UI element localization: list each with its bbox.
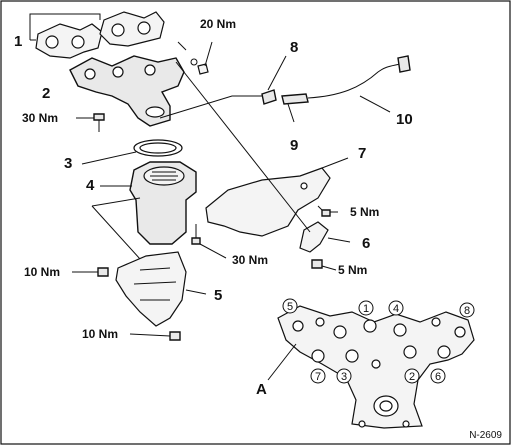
torque-30nm-upper: 30 Nm — [22, 111, 58, 125]
label-part-10: 10 — [396, 111, 413, 128]
part-6-bracket — [299, 221, 329, 253]
label-part-5: 5 — [214, 287, 222, 304]
bolt-5nm-upper — [317, 205, 331, 217]
seq-circle-1 — [358, 300, 374, 316]
leader-10nm-lower — [129, 333, 171, 337]
leader-8 — [267, 55, 287, 91]
torque-5nm-lower: 5 Nm — [338, 263, 367, 277]
seq-label-1: 1 — [363, 303, 369, 315]
seq-circle-7 — [310, 368, 326, 384]
leader-9 — [287, 103, 295, 123]
bolt-30nm-lower — [191, 224, 201, 245]
leader-5nm-lower — [321, 265, 337, 271]
seq-label-8: 8 — [464, 305, 470, 317]
leader-3 — [81, 151, 137, 165]
seq-label-6: 6 — [435, 371, 441, 383]
part-2-manifold — [69, 55, 185, 127]
seq-circle-8 — [459, 302, 475, 318]
bolt-10nm-upper — [97, 267, 109, 277]
part-A-manifold-sequence — [277, 305, 475, 429]
leader-long-diag — [175, 61, 311, 233]
seq-circle-4 — [388, 300, 404, 316]
torque-5nm-upper: 5 Nm — [350, 205, 379, 219]
seq-label-7: 7 — [315, 371, 321, 383]
label-part-1: 1 — [14, 33, 22, 50]
leader-20nm — [204, 41, 213, 67]
leader-6 — [327, 237, 351, 243]
seq-circle-5 — [282, 298, 298, 314]
label-part-2: 2 — [42, 85, 50, 102]
label-part-4: 4 — [86, 177, 95, 194]
bolt-5nm-lower — [311, 259, 323, 269]
seq-label-2: 2 — [409, 371, 415, 383]
label-part-3: 3 — [64, 155, 72, 172]
label-part-6: 6 — [362, 235, 370, 252]
bolt-30nm-upper — [93, 113, 105, 132]
label-part-9: 9 — [290, 137, 298, 154]
seq-circle-3 — [336, 368, 352, 384]
leader-5 — [185, 289, 207, 295]
seq-circle-2 — [404, 368, 420, 384]
part-3-gasket-ring — [133, 139, 183, 157]
leader-sensor-link — [159, 95, 262, 119]
label-part-7: 7 — [358, 145, 366, 162]
seq-circle-6 — [430, 368, 446, 384]
part-1-gaskets — [35, 11, 165, 59]
seq-label-4: 4 — [393, 303, 399, 315]
torque-30nm-lower: 30 Nm — [232, 253, 268, 267]
part-8-9-10-sensor — [261, 55, 411, 105]
sequence-markers — [282, 298, 475, 384]
torque-10nm-lower: 10 Nm — [82, 327, 118, 341]
label-part-8: 8 — [290, 39, 298, 56]
label-part-A: A — [256, 381, 267, 398]
bolt-10nm-lower — [169, 331, 181, 341]
leader-10 — [359, 95, 391, 113]
seq-label-3: 3 — [341, 371, 347, 383]
part-4-converter — [129, 161, 197, 245]
seq-label-5: 5 — [287, 301, 293, 313]
part-5-lower-shield — [115, 251, 187, 327]
leader-1 — [29, 13, 101, 41]
leader-A — [267, 343, 297, 381]
bolt-20nm — [177, 41, 209, 75]
torque-20nm: 20 Nm — [200, 17, 236, 31]
torque-10nm-upper: 10 Nm — [24, 265, 60, 279]
leader-7 — [321, 157, 349, 169]
leader-30nm-lower — [199, 243, 227, 259]
figure-code: N-2609 — [469, 430, 502, 441]
